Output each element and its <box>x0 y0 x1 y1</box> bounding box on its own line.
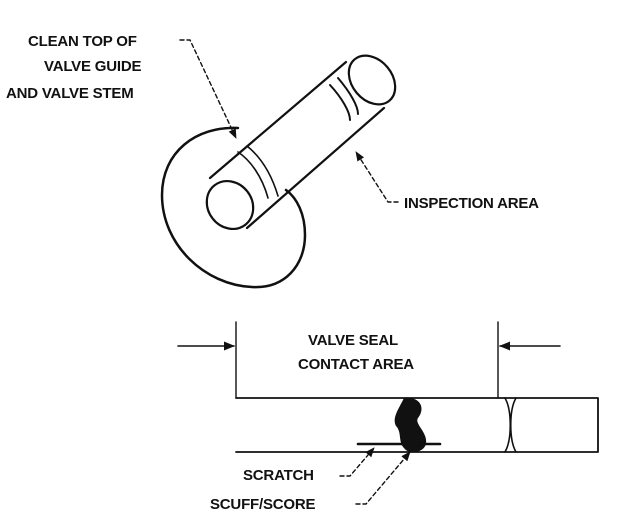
seal-contact-line1: VALVE SEAL <box>308 332 398 349</box>
clean-top-leader <box>179 39 237 139</box>
scuff-score-label: SCUFF/SCORE <box>210 496 316 513</box>
clean-top-line3: AND VALVE STEM <box>6 85 133 102</box>
callout-scuff-score: SCUFF/SCORE <box>210 451 411 513</box>
contact-area-bracket <box>235 321 499 399</box>
scuff-score-mark <box>394 397 427 453</box>
valve-stem-side-view: VALVE SEAL CONTACT AREA <box>177 321 599 453</box>
callout-clean-top: CLEAN TOP OF VALVE GUIDE AND VALVE STEM <box>6 33 237 139</box>
valve-stem-body <box>208 60 386 230</box>
scratch-label: SCRATCH <box>243 467 314 484</box>
clean-top-line2: VALVE GUIDE <box>44 58 141 75</box>
inspection-grooves <box>329 77 359 121</box>
scuff-leader <box>355 451 411 505</box>
callout-scratch: SCRATCH <box>243 447 375 484</box>
inspection-area-label: INSPECTION AREA <box>404 195 539 212</box>
seal-contact-line2: CONTACT AREA <box>298 356 414 373</box>
valve-assembly-illustration <box>160 54 397 289</box>
inspection-leader <box>355 151 399 203</box>
stem-outline <box>235 397 599 453</box>
valve-stem-tip <box>347 54 397 106</box>
valve-stem-base <box>205 179 255 231</box>
guide-collar <box>237 145 279 199</box>
callout-inspection-area: INSPECTION AREA <box>355 151 539 212</box>
valve-guide-flange <box>160 126 307 289</box>
clean-top-line1: CLEAN TOP OF <box>28 33 137 50</box>
stem-groove <box>504 397 517 453</box>
scratch-leader <box>339 447 375 477</box>
